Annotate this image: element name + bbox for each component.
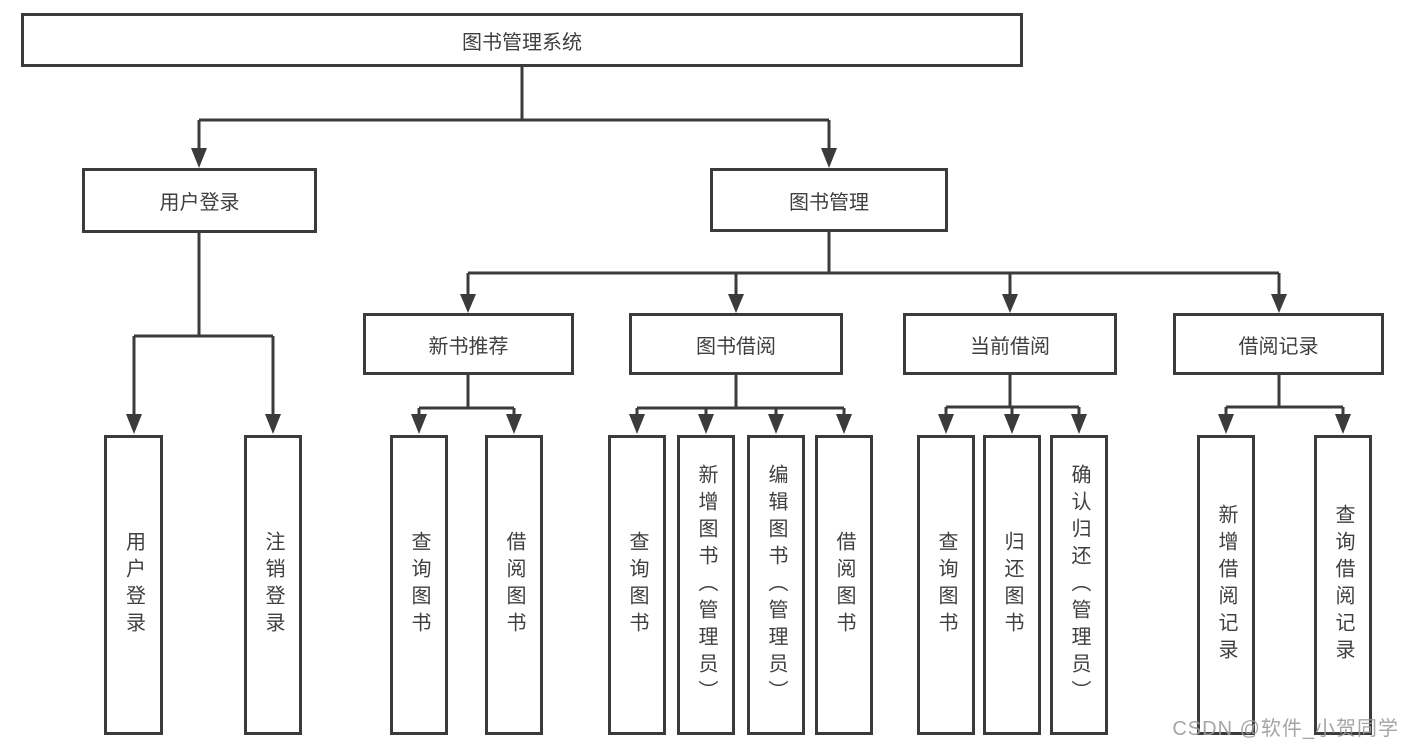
node-user-login: 用户登录 (82, 168, 317, 233)
leaf-confirm-return-admin: 确认归还（管理员） (1050, 435, 1108, 735)
leaf-add-borrow-record: 新增借阅记录 (1197, 435, 1255, 735)
leaf-borrow-books-2: 借阅图书 (815, 435, 873, 735)
leaf-query-books-3: 查询图书 (917, 435, 975, 735)
leaf-logout-label: 注销登录 (262, 531, 284, 639)
node-book-borrow: 图书借阅 (629, 313, 843, 375)
node-book-borrow-label: 图书借阅 (696, 335, 776, 358)
leaf-logout: 注销登录 (244, 435, 302, 735)
leaf-add-books-admin-label: 新增图书（管理员） (695, 463, 717, 707)
arrowheads (126, 148, 1351, 434)
leaf-add-books-admin: 新增图书（管理员） (677, 435, 735, 735)
leaf-return-books-label: 归还图书 (1001, 531, 1023, 639)
leaf-query-books-3-label: 查询图书 (935, 531, 957, 639)
leaf-query-books-2-label: 查询图书 (626, 531, 648, 639)
node-current-borrow-label: 当前借阅 (970, 335, 1050, 358)
node-current-borrow: 当前借阅 (903, 313, 1117, 375)
leaf-query-books-1: 查询图书 (390, 435, 448, 735)
node-borrow-record: 借阅记录 (1173, 313, 1384, 375)
leaf-query-books-2: 查询图书 (608, 435, 666, 735)
leaf-edit-books-admin: 编辑图书（管理员） (747, 435, 805, 735)
node-new-book-recommend: 新书推荐 (363, 313, 574, 375)
leaf-borrow-books-2-label: 借阅图书 (833, 531, 855, 639)
node-new-book-recommend-label: 新书推荐 (428, 335, 509, 358)
node-borrow-record-label: 借阅记录 (1238, 335, 1319, 358)
leaf-query-borrow-record: 查询借阅记录 (1314, 435, 1372, 735)
leaf-confirm-return-admin-label: 确认归还（管理员） (1068, 463, 1090, 707)
node-root-label: 图书管理系统 (462, 31, 582, 54)
node-book-management: 图书管理 (710, 168, 948, 232)
leaf-query-books-1-label: 查询图书 (408, 531, 430, 639)
node-user-login-label: 用户登录 (159, 192, 240, 214)
node-book-management-label: 图书管理 (789, 191, 869, 214)
watermark: CSDN @软件_小贺同学 (1172, 718, 1399, 740)
leaf-add-borrow-record-label: 新增借阅记录 (1215, 504, 1237, 666)
leaf-query-borrow-record-label: 查询借阅记录 (1332, 504, 1354, 666)
node-root-system: 图书管理系统 (21, 13, 1023, 67)
leaf-edit-books-admin-label: 编辑图书（管理员） (765, 463, 787, 707)
leaf-user-login: 用户登录 (104, 435, 163, 735)
leaf-borrow-books-1-label: 借阅图书 (503, 531, 525, 639)
leaf-borrow-books-1: 借阅图书 (485, 435, 543, 735)
leaf-user-login-label: 用户登录 (122, 531, 145, 639)
leaf-return-books: 归还图书 (983, 435, 1041, 735)
